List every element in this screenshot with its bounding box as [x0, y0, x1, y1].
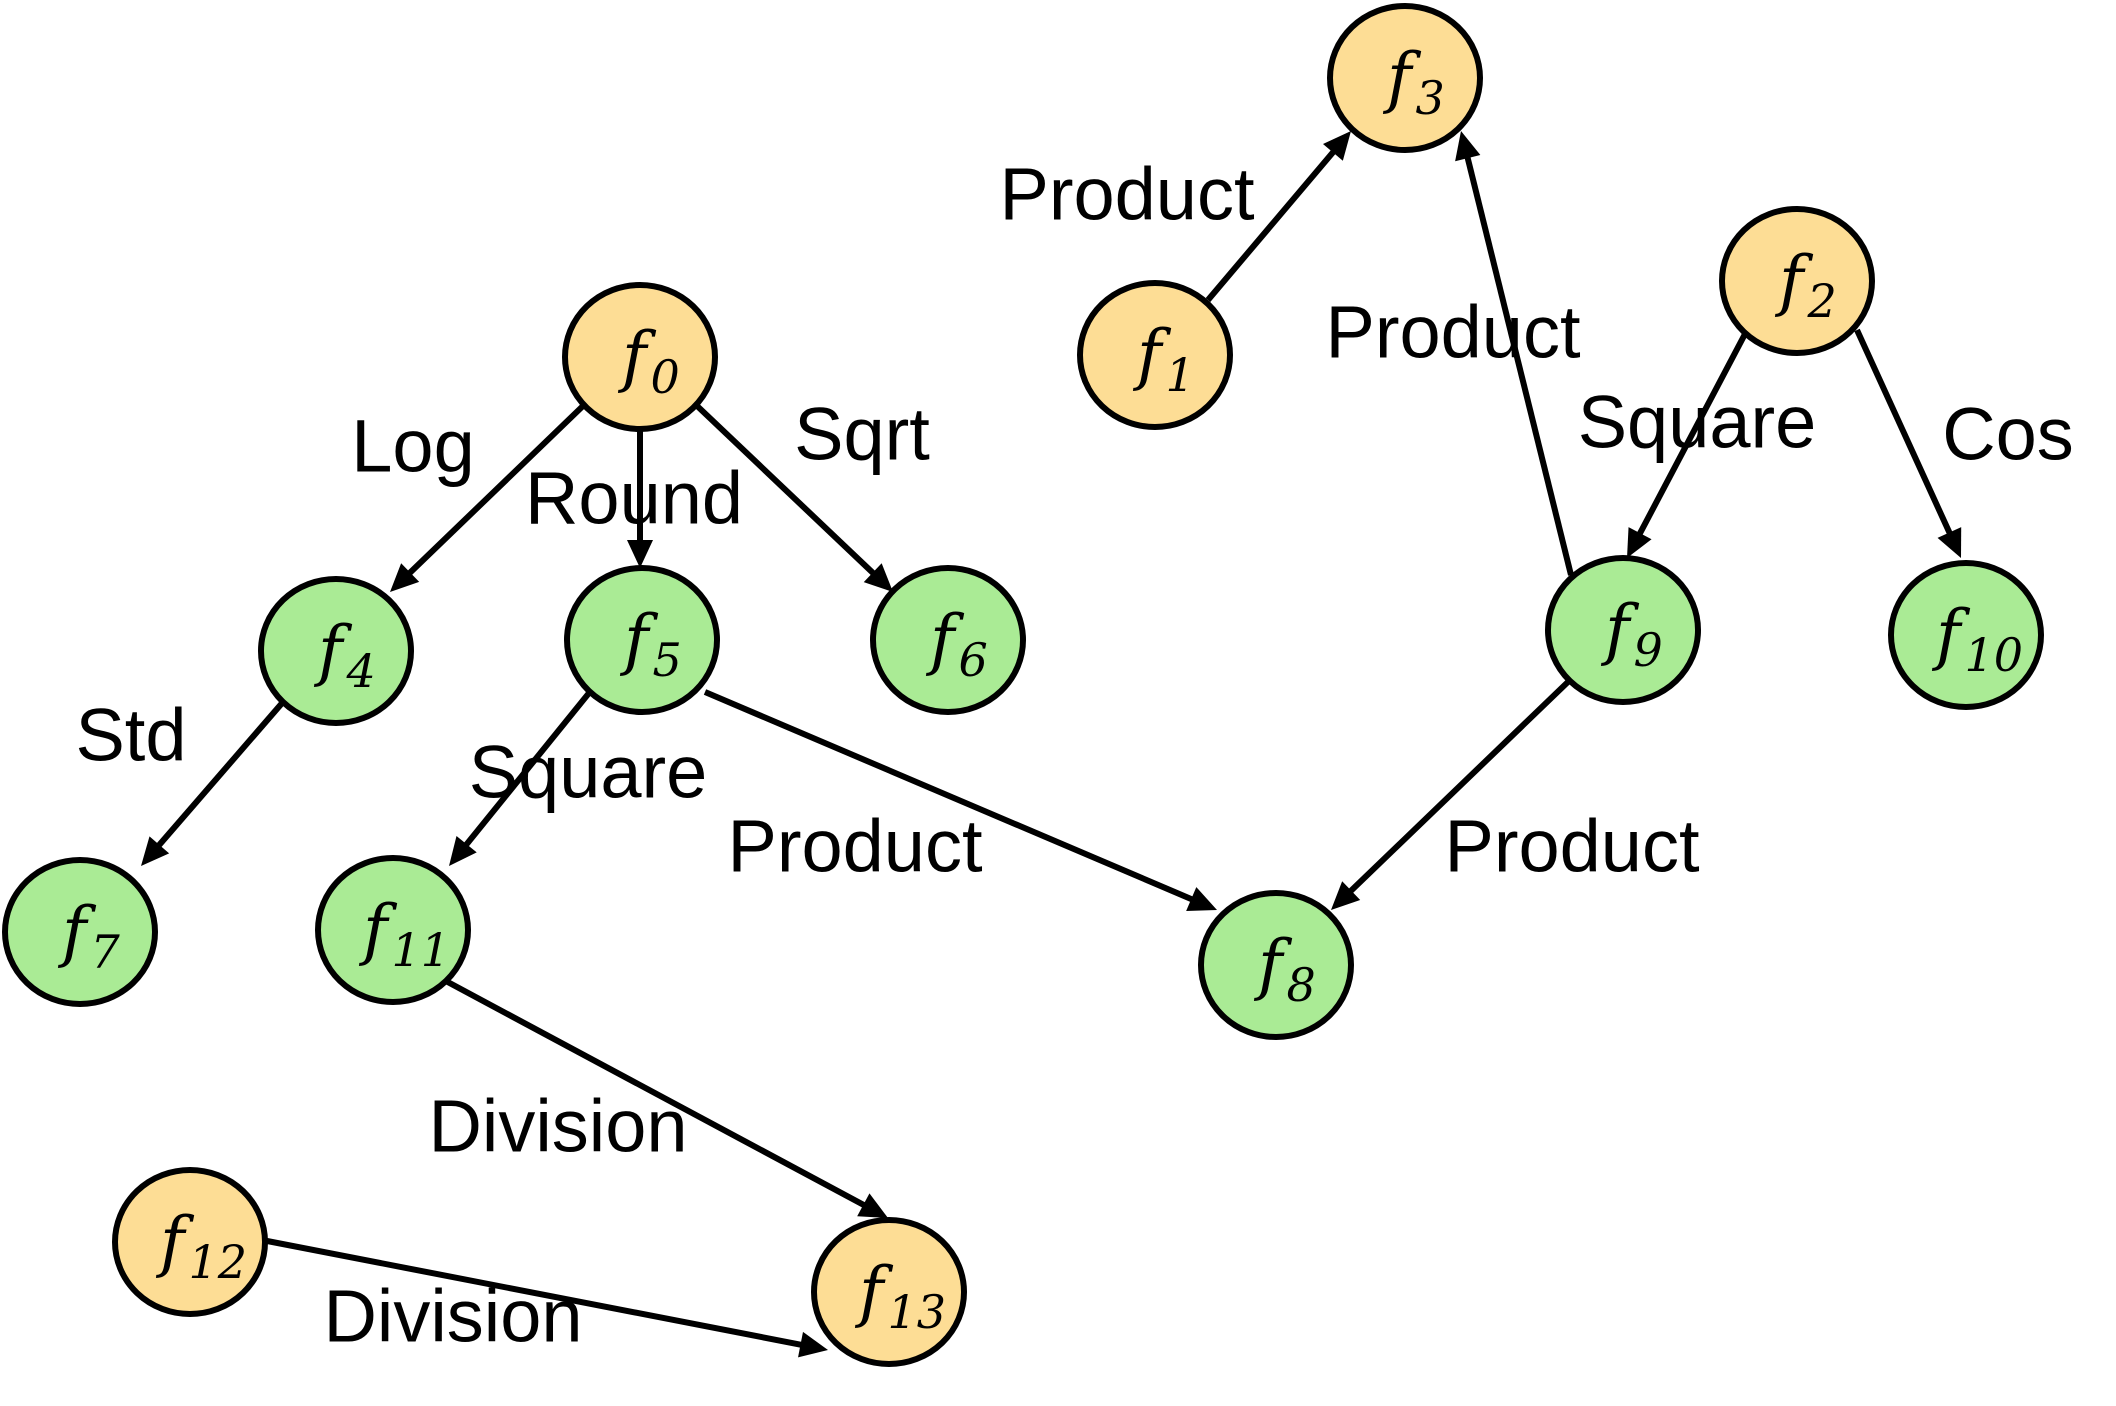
- edge-f9-f3: [1463, 153, 1574, 576]
- node-subscript-f0: 0: [650, 350, 679, 404]
- edge-label-f2-f9: Square: [1578, 381, 1817, 464]
- node-subscript-f13: 13: [887, 1285, 946, 1339]
- node-label-f13: f13: [854, 1253, 946, 1339]
- node-circle-f5: [564, 565, 720, 715]
- node-circle-f3: [1327, 3, 1483, 153]
- node-f9: f9: [1545, 555, 1701, 705]
- arrowhead-f12-f13: [798, 1331, 828, 1358]
- node-label-f5: f5: [619, 601, 682, 687]
- edge-f11-f13: [442, 977, 869, 1210]
- edge-label-f11-f13: Division: [428, 1085, 687, 1168]
- node-circle-f11: [315, 855, 471, 1005]
- node-circle-f7: [2, 857, 158, 1007]
- edge-label-f9-f8: Product: [1444, 805, 1699, 888]
- edge-f2-f10: [1854, 328, 1954, 538]
- node-subscript-f12: 12: [188, 1235, 247, 1289]
- node-label-f12: f12: [155, 1203, 247, 1289]
- node-label-f10: f10: [1931, 596, 2023, 682]
- arrowhead-f9-f3: [1455, 131, 1481, 162]
- arrowhead-f2-f9: [1627, 527, 1652, 558]
- node-f5: f5: [564, 565, 720, 715]
- edge-label-f5-f8: Product: [727, 805, 982, 888]
- node-f4: f4: [258, 576, 414, 726]
- edge-label-f2-f10: Cos: [1942, 393, 2074, 476]
- node-circle-f12: [112, 1167, 268, 1317]
- node-circle-f2: [1719, 206, 1875, 356]
- node-subscript-f9: 9: [1633, 623, 1662, 677]
- node-subscript-f8: 8: [1286, 958, 1315, 1012]
- edge-f5-f8: [703, 689, 1197, 904]
- node-subscript-f2: 2: [1806, 274, 1836, 328]
- edge-f9-f8: [1346, 677, 1573, 896]
- node-subscript-f6: 6: [958, 633, 987, 687]
- node-circle-f13: [811, 1217, 967, 1367]
- edge-label-f0-f6: Sqrt: [794, 393, 930, 476]
- node-circle-f9: [1545, 555, 1701, 705]
- arrowhead-f9-f8: [1331, 881, 1361, 910]
- node-f1: f1: [1077, 280, 1233, 430]
- node-f10: f10: [1888, 560, 2044, 710]
- node-f0: f0: [562, 282, 718, 432]
- node-subscript-f5: 5: [652, 633, 681, 687]
- edge-f2-f9: [1635, 332, 1748, 539]
- edge-f4-f7: [154, 700, 286, 850]
- node-subscript-f7: 7: [90, 925, 120, 979]
- node-f11: f11: [315, 855, 471, 1005]
- edge-label-f12-f13: Division: [323, 1275, 582, 1358]
- arrowhead-f1-f3: [1322, 131, 1351, 161]
- edge-label-f4-f7: Std: [75, 694, 186, 777]
- edge-label-f1-f3: Product: [999, 153, 1254, 236]
- node-f13: f13: [811, 1217, 967, 1367]
- edge-f1-f3: [1205, 147, 1338, 302]
- node-circle-f1: [1077, 280, 1233, 430]
- edge-label-f0-f4: Log: [351, 405, 474, 488]
- arrowhead-f0-f5: [627, 540, 653, 568]
- node-subscript-f1: 1: [1165, 348, 1194, 402]
- arrowhead-f5-f8: [1186, 887, 1217, 911]
- node-subscript-f4: 4: [345, 644, 375, 698]
- edge-f0-f6: [691, 400, 878, 578]
- node-f8: f8: [1198, 890, 1354, 1040]
- node-circle-f6: [870, 565, 1026, 715]
- edge-f0-f4: [405, 401, 588, 578]
- node-circle-f4: [258, 576, 414, 726]
- arrowhead-f4-f7: [141, 836, 170, 866]
- node-circle-f8: [1198, 890, 1354, 1040]
- node-circle-f0: [562, 282, 718, 432]
- arrowhead-f11-f13: [857, 1193, 888, 1218]
- node-label-f9: f9: [1600, 591, 1663, 677]
- arrowhead-f0-f4: [390, 563, 420, 592]
- node-circle-f10: [1888, 560, 2044, 710]
- edge-f12-f13: [261, 1237, 806, 1349]
- nodes-layer: f0 f1 f2 f3 f4 f5 f6 f7 f8 f9 f10 f11 f12 f13: [2, 3, 2044, 1367]
- node-f3: f3: [1327, 3, 1483, 153]
- edges-layer: [141, 131, 1962, 1358]
- node-subscript-f3: 3: [1415, 71, 1444, 125]
- node-f7: f7: [2, 857, 158, 1007]
- edge-label-f0-f5: Round: [525, 457, 743, 540]
- node-subscript-f10: 10: [1964, 628, 2023, 682]
- node-f2: f2: [1719, 206, 1875, 356]
- node-subscript-f11: 11: [391, 923, 450, 977]
- arrowhead-f0-f6: [863, 563, 893, 592]
- arrowhead-f2-f10: [1937, 527, 1962, 558]
- edge-f5-f11: [461, 691, 592, 850]
- node-label-f3: f3: [1382, 39, 1445, 125]
- arrowhead-f5-f11: [449, 836, 477, 866]
- edge-label-f5-f11: Square: [469, 731, 708, 814]
- node-f12: f12: [112, 1167, 268, 1317]
- node-f6: f6: [870, 565, 1026, 715]
- edge-label-f9-f3: Product: [1325, 291, 1580, 374]
